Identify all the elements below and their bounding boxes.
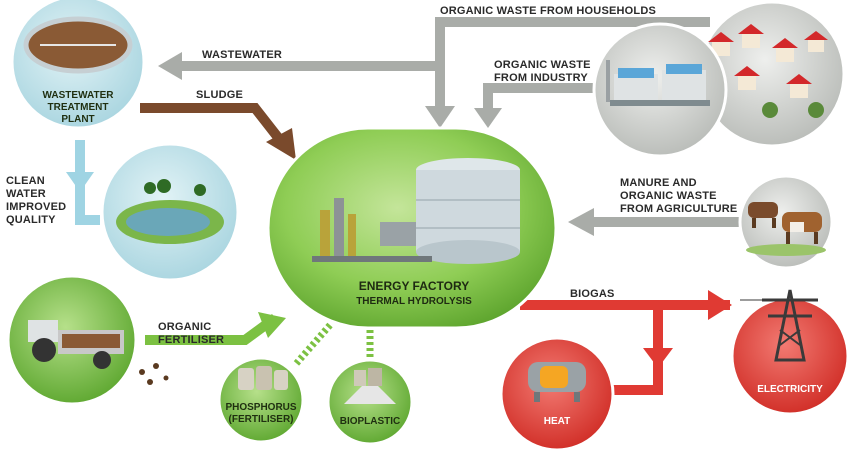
- heat-flow-line: [600, 305, 663, 395]
- wastewater-arrowhead: [158, 52, 182, 80]
- industry-node: [592, 22, 728, 158]
- boiler-icon: [528, 362, 586, 402]
- energy-factory-node: ENERGY FACTORY THERMAL HYDROLYSIS: [266, 126, 558, 330]
- fertiliser-bags-icon: [238, 366, 288, 390]
- electricity-node: ELECTRICITY: [730, 289, 850, 416]
- cows-icon: [746, 202, 826, 256]
- fertiliser-arrowhead: [258, 312, 286, 338]
- agriculture-flow-label-line-3: FROM AGRICULTURE: [620, 203, 737, 215]
- heat-arrowhead: [643, 348, 673, 368]
- factory-subtitle: THERMAL HYDROLYSIS: [356, 296, 472, 307]
- biogas-arrowhead: [708, 290, 732, 320]
- clean-water-node: [100, 142, 240, 282]
- bioplastic-icon: [344, 368, 396, 404]
- sludge-arrowhead: [266, 128, 296, 160]
- agriculture-flow-label-line-2: ORGANIC WASTE: [620, 190, 717, 202]
- households-flow-line: [435, 17, 710, 108]
- households-arrowhead: [425, 106, 455, 128]
- plant-label-line-2: TREATMENT: [48, 102, 109, 113]
- agriculture-arrowhead: [568, 208, 594, 236]
- sludge-flow-line: [140, 103, 284, 144]
- wastewater-flow-label: WASTEWATER: [202, 49, 282, 61]
- industry-flow-line: [483, 83, 600, 110]
- tractor-node: [6, 274, 169, 406]
- tractor-icon: [28, 320, 124, 369]
- sludge-flow-label: SLUDGE: [196, 89, 243, 101]
- industry-flow-label-line-2: FROM INDUSTRY: [494, 72, 588, 84]
- fertiliser-flow-label-line-2: FERTILISER: [158, 334, 224, 346]
- heat-node: HEAT: [499, 336, 615, 452]
- power-pylon-icon: [740, 289, 818, 362]
- plant-label-line-3: PLANT: [61, 114, 94, 125]
- biogas-flow-label: BIOGAS: [570, 288, 615, 300]
- clean-water-arrowhead: [66, 172, 94, 192]
- clean-water-label-line-2: WATER: [6, 188, 46, 200]
- phosphorus-label-line-1: PHOSPHORUS: [225, 402, 296, 413]
- clean-water-flow-line: [75, 140, 100, 225]
- factory-title: ENERGY FACTORY: [359, 279, 469, 293]
- phosphorus-node: PHOSPHORUS (FERTILISER): [217, 356, 305, 444]
- storage-tank-icon: [416, 158, 520, 264]
- heat-label: HEAT: [544, 416, 570, 427]
- agriculture-flow-label-line-1: MANURE AND: [620, 177, 697, 189]
- wastewater-plant-node: WASTEWATER TREATMENT PLANT: [10, 0, 146, 130]
- electricity-label: ELECTRICITY: [757, 384, 823, 395]
- clean-water-label-line-1: CLEAN: [6, 175, 45, 187]
- phosphorus-label-line-2: (FERTILISER): [229, 414, 294, 425]
- industry-flow-label-line-1: ORGANIC WASTE: [494, 59, 591, 71]
- households-node: [698, 0, 846, 148]
- factory-buildings-icon: [606, 60, 710, 106]
- bioplastic-node: BIOPLASTIC: [326, 358, 414, 446]
- households-flow-label: ORGANIC WASTE FROM HOUSEHOLDS: [440, 5, 656, 17]
- fertiliser-flow-label-line-1: ORGANIC: [158, 321, 211, 333]
- hydrolysis-machinery-icon: [312, 198, 432, 262]
- bioplastic-label: BIOPLASTIC: [340, 416, 401, 427]
- clean-water-label-line-3: IMPROVED: [6, 201, 66, 213]
- phosphorus-dotted-link: [292, 322, 333, 368]
- agriculture-node: [738, 174, 834, 270]
- plant-label-line-1: WASTEWATER: [43, 90, 115, 101]
- houses-icon: [708, 24, 828, 118]
- industry-arrowhead: [474, 108, 502, 128]
- clean-water-label-line-4: QUALITY: [6, 214, 56, 226]
